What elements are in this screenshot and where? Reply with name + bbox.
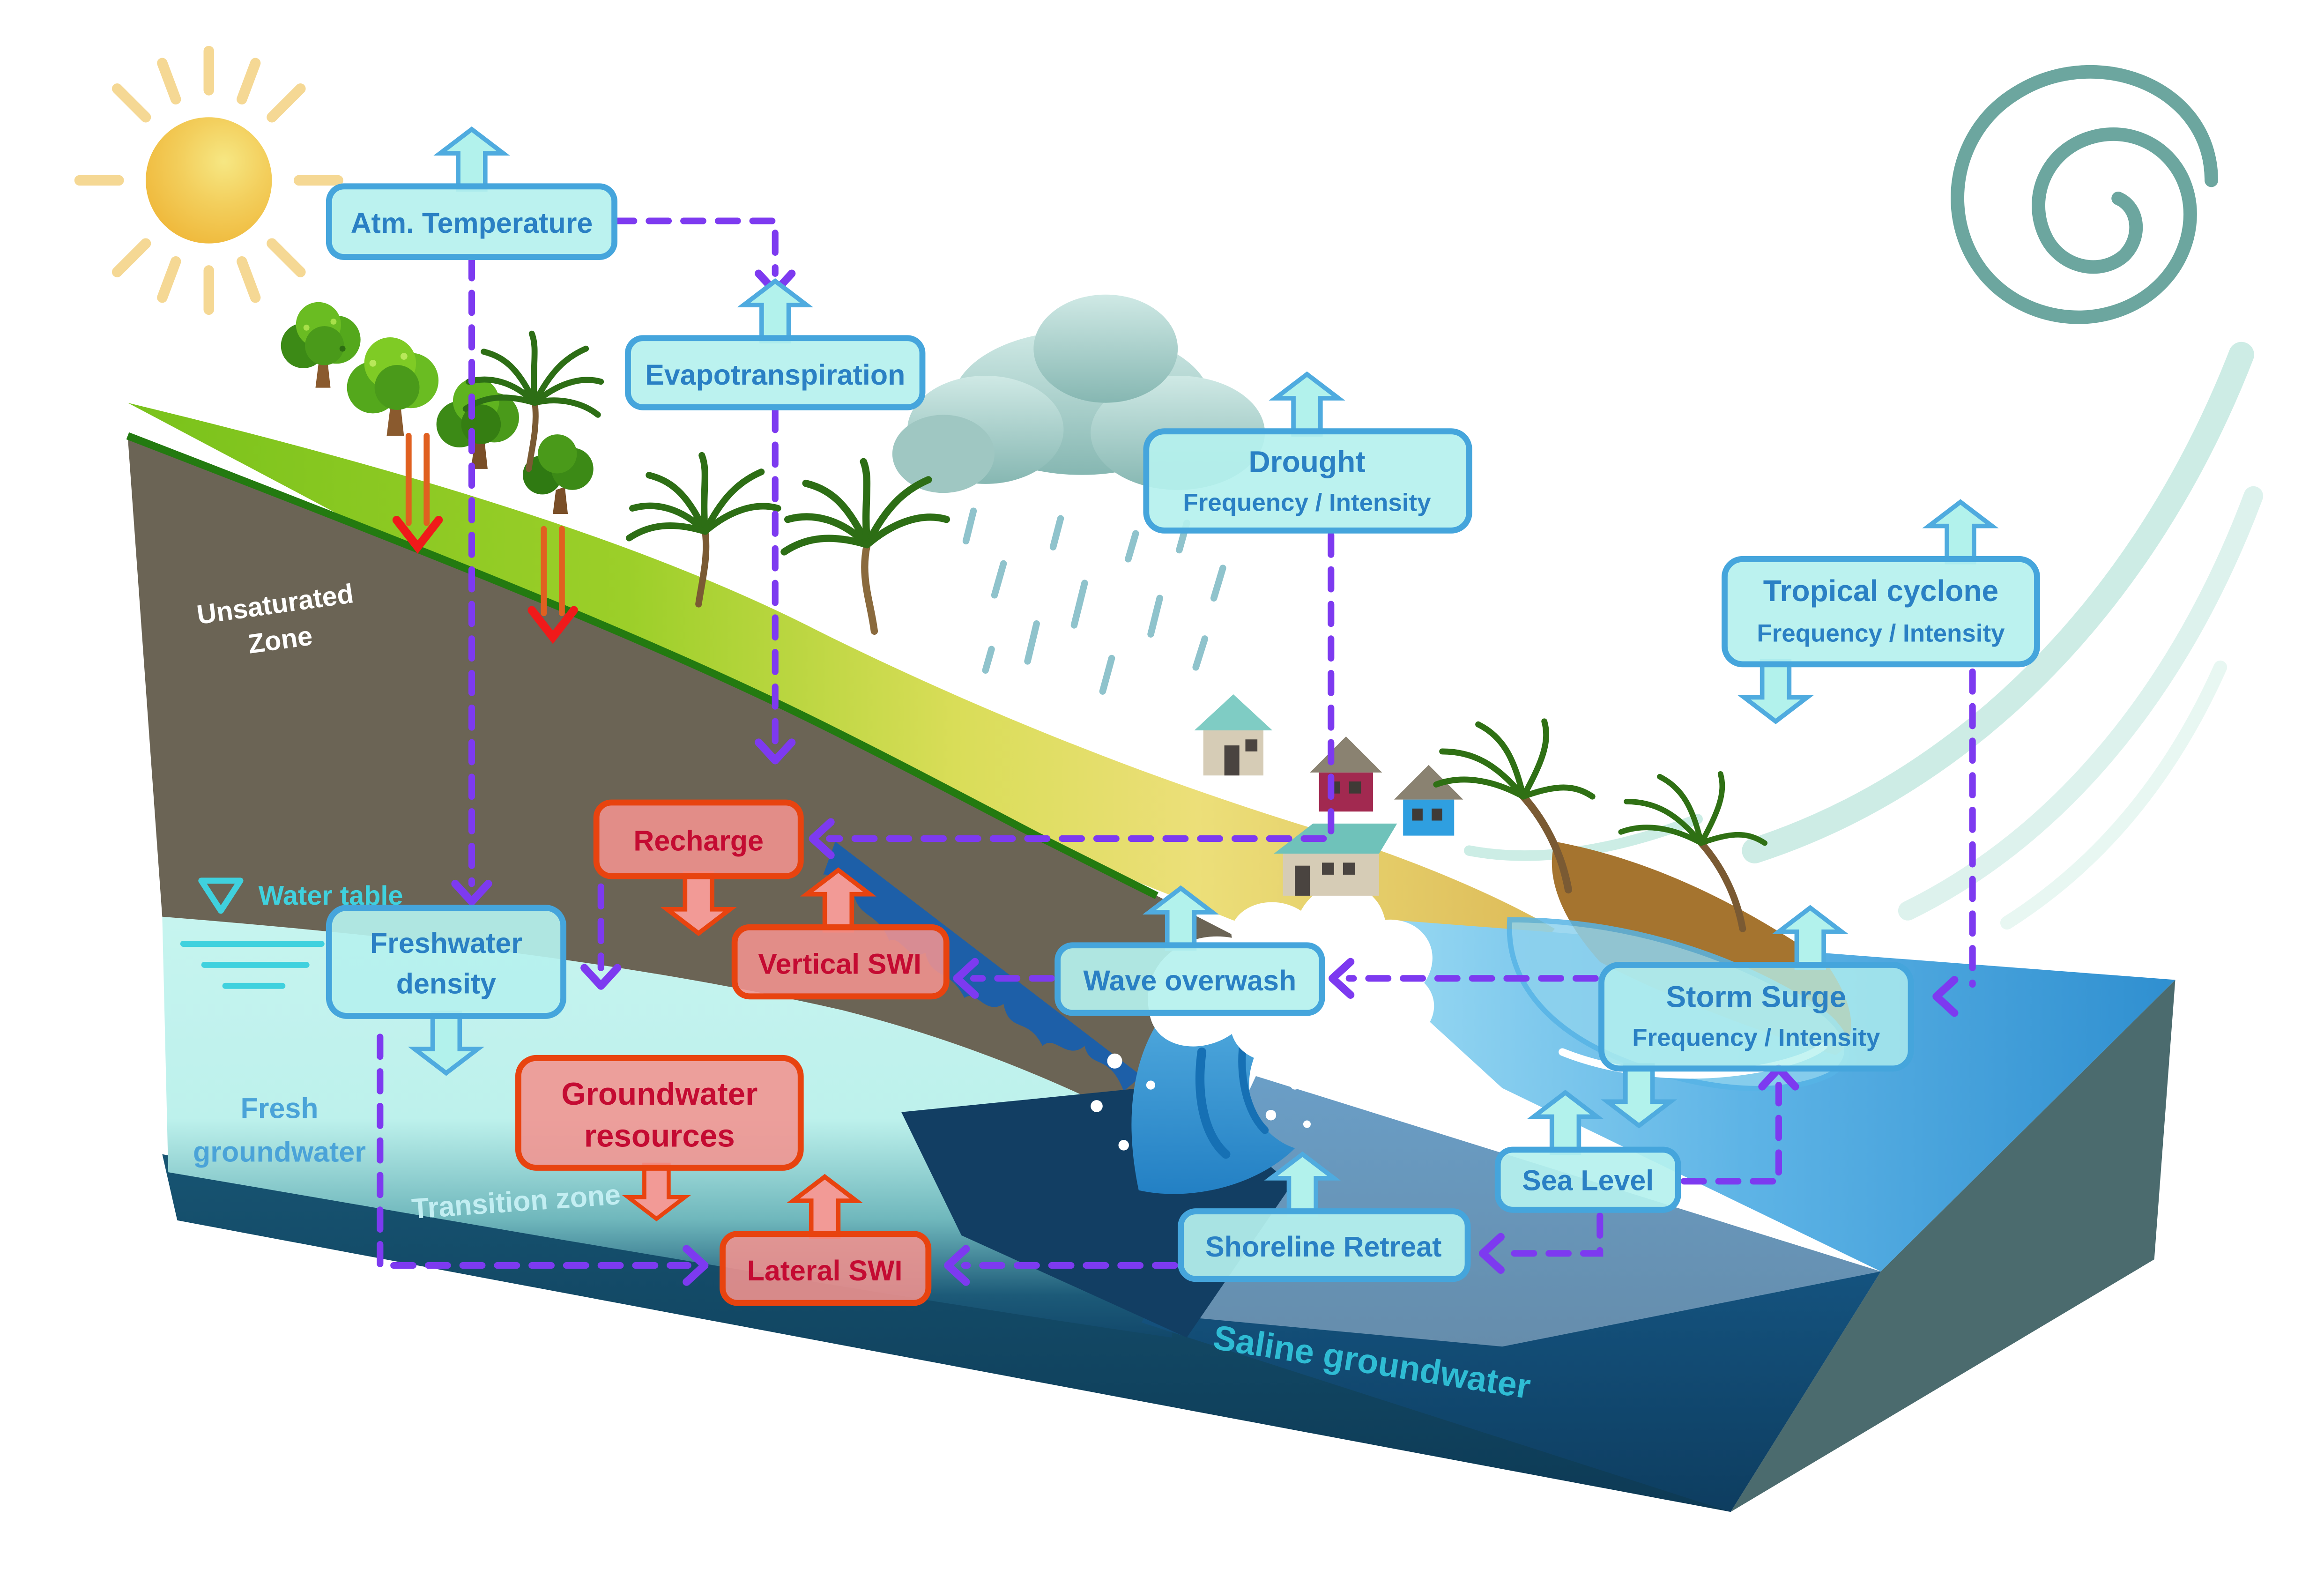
box-atm-temperature: Atm. Temperature (326, 183, 618, 260)
svg-text:Wave overwash: Wave overwash (1083, 965, 1296, 996)
svg-text:Freshwater: Freshwater (370, 927, 522, 959)
tree-icon (347, 337, 439, 436)
box-evapotranspiration: Evapotranspiration (625, 335, 926, 410)
up-arrow-icon (440, 129, 504, 189)
hut-icon (1310, 736, 1382, 812)
svg-text:Shoreline Retreat: Shoreline Retreat (1205, 1231, 1441, 1263)
sea-right-face (1730, 980, 2176, 1512)
house-icon (1274, 823, 1397, 896)
link-freshwater-density-to-lateral-swi (377, 1034, 691, 1269)
svg-text:Sea Level: Sea Level (1522, 1165, 1654, 1197)
box-lateral-swi: Lateral SWI (720, 1231, 932, 1306)
svg-text:Vertical SWI: Vertical SWI (758, 948, 921, 980)
svg-text:Frequency / Intensity: Frequency / Intensity (1632, 1024, 1880, 1052)
water-table-marker (180, 877, 325, 989)
box-drought: Drought Frequency / Intensity (1143, 428, 1472, 534)
up-arrow-icon (1276, 374, 1339, 434)
svg-text:Tropical cyclone: Tropical cyclone (1763, 574, 1998, 608)
svg-text:Drought: Drought (1248, 445, 1365, 478)
box-groundwater-resources: Groundwater resources (515, 1055, 804, 1171)
boxes: Atm. Temperature Evapotranspiration Drou… (326, 183, 2040, 1306)
svg-text:Storm Surge: Storm Surge (1666, 980, 1846, 1013)
tree-icon (436, 378, 519, 469)
tree-icon (522, 434, 594, 514)
down-arrow-icon (1744, 661, 1807, 721)
up-arrow-icon (743, 281, 807, 341)
sun-icon (74, 45, 343, 315)
palms (462, 330, 1768, 932)
trees (281, 302, 594, 514)
up-arrow-icon (1929, 502, 1992, 562)
scene (74, 45, 2264, 1512)
box-recharge: Recharge (593, 799, 804, 879)
box-storm-surge: Storm Surge Frequency / Intensity (1598, 962, 1914, 1072)
land-surface (126, 402, 1555, 992)
sea-front-face (1142, 1076, 1881, 1512)
link-drought-to-recharge (826, 531, 1335, 842)
box-sea-level: Sea Level (1494, 1146, 1681, 1213)
tree-icon (281, 302, 361, 388)
infiltration-arrow (392, 432, 578, 644)
svg-text:Evapotranspiration: Evapotranspiration (645, 359, 905, 391)
svg-text:Recharge: Recharge (633, 825, 764, 857)
svg-text:density: density (396, 967, 496, 999)
svg-text:Lateral SWI: Lateral SWI (747, 1255, 903, 1286)
box-tropical-cyclone: Tropical cyclone Frequency / Intensity (1722, 556, 2040, 668)
link-atm-to-evapotranspiration (611, 217, 779, 277)
svg-text:groundwater: groundwater (193, 1136, 366, 1168)
svg-text:resources: resources (584, 1119, 735, 1154)
svg-text:Fresh: Fresh (241, 1093, 319, 1124)
box-freshwater-density: Freshwater density (326, 905, 566, 1019)
svg-text:Atm. Temperature: Atm. Temperature (351, 207, 593, 239)
svg-text:Groundwater: Groundwater (561, 1077, 757, 1112)
svg-text:Frequency / Intensity: Frequency / Intensity (1183, 489, 1431, 517)
box-wave-overwash: Wave overwash (1054, 942, 1325, 1016)
box-vertical-swi: Vertical SWI (731, 924, 950, 1000)
water-table-label: Water table (259, 881, 403, 911)
svg-text:Frequency / Intensity: Frequency / Intensity (1757, 620, 2005, 647)
bent-palm-icon (1618, 771, 1768, 932)
groundwater-discharge-icon (823, 841, 1142, 1091)
hut-icon (1394, 765, 1463, 836)
palm-icon (780, 458, 950, 635)
link-sea-level-to-storm-surge (1680, 1082, 1782, 1185)
link-sea-level-to-shoreline-retreat (1496, 1212, 1604, 1257)
palm-icon (462, 330, 604, 472)
bent-palm-icon (1433, 718, 1596, 894)
box-shoreline-retreat: Shoreline Retreat (1178, 1208, 1471, 1282)
palm-icon (625, 452, 781, 608)
fresh-groundwater-label: Fresh groundwater (193, 1093, 366, 1168)
house-icon (1194, 694, 1273, 776)
